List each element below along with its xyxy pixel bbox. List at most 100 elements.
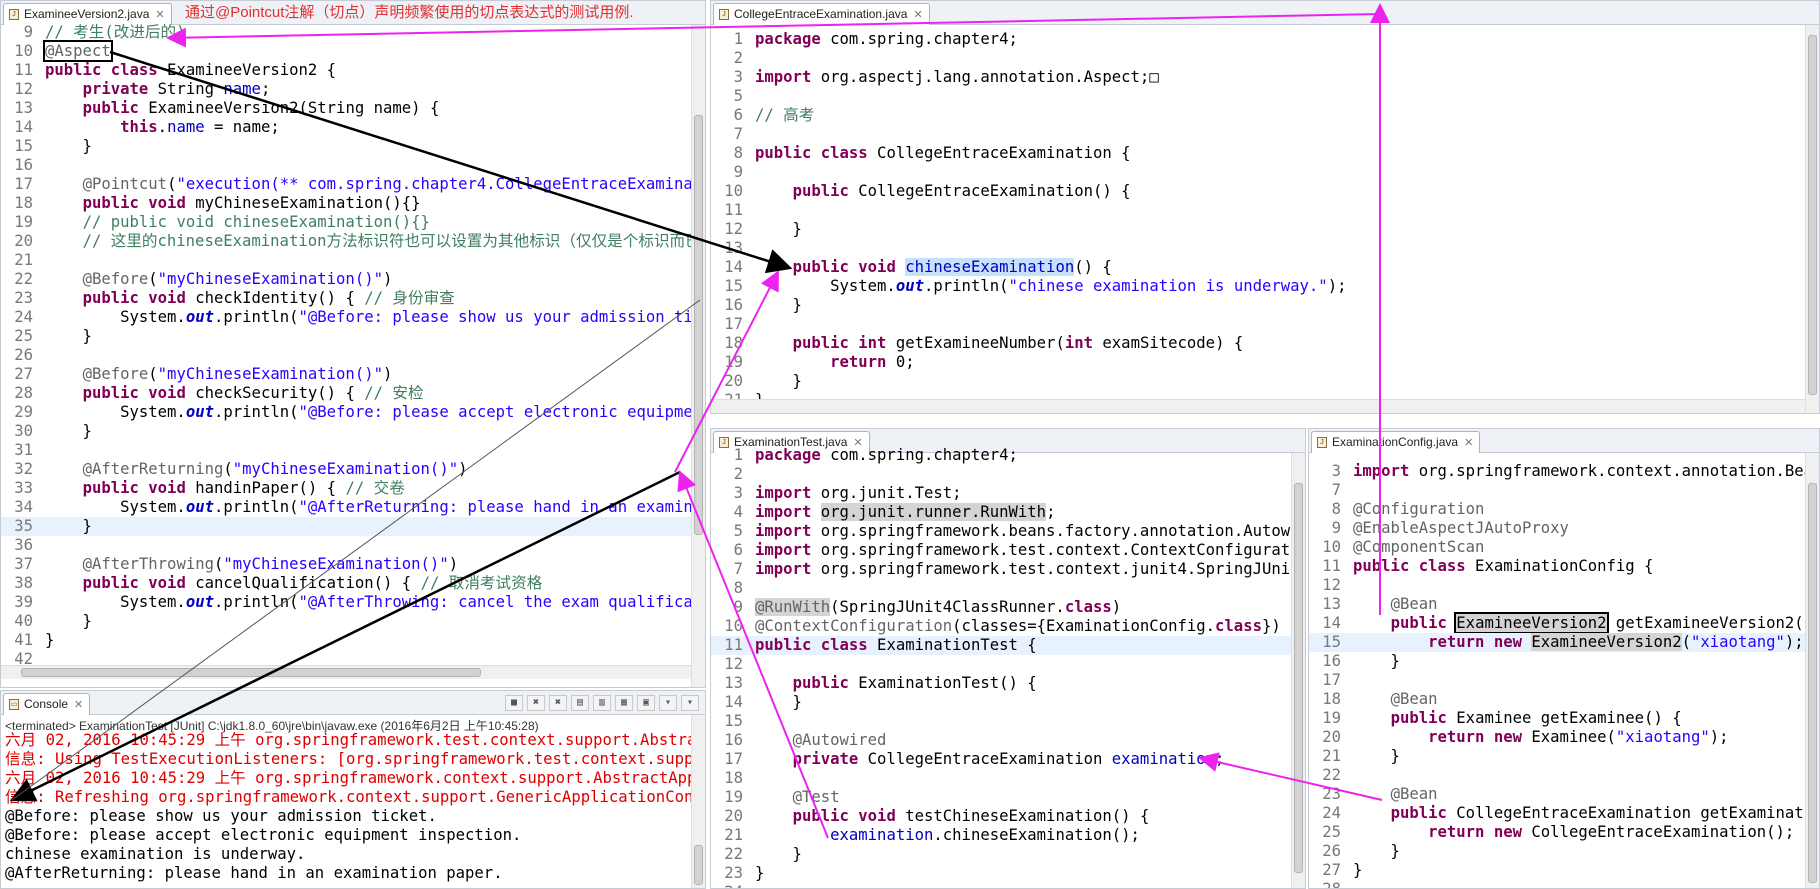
tab-console[interactable]: ▭Console✕	[3, 693, 91, 715]
code-line[interactable]: 16	[1, 156, 691, 175]
test-vertical-scrollbar[interactable]	[1291, 453, 1305, 888]
code-line[interactable]: 17 @Pointcut("execution(** com.spring.ch…	[1, 175, 702, 194]
code-line[interactable]: 25 return new CollegeEntraceExamination(…	[1309, 823, 1805, 842]
code-line[interactable]: 12 }	[711, 220, 1805, 239]
console-vertical-scrollbar[interactable]	[691, 715, 705, 888]
scroll-thumb[interactable]	[694, 845, 703, 885]
code-line[interactable]: 34 System.out.println("@AfterReturning: …	[1, 498, 702, 517]
code-line[interactable]: 26 }	[1309, 842, 1805, 861]
config-vertical-scrollbar[interactable]	[1805, 453, 1819, 888]
code-line[interactable]: 37 @AfterThrowing("myChineseExamination(…	[1, 555, 691, 574]
code-line[interactable]: 27}	[1309, 861, 1805, 880]
display-console-icon[interactable]: ▾	[659, 695, 677, 711]
code-line[interactable]: 27 @Before("myChineseExamination()")	[1, 365, 691, 384]
remove-all-icon[interactable]: ✖	[549, 695, 567, 711]
code-line[interactable]: 9	[711, 163, 1805, 182]
code-line[interactable]: 24 System.out.println("@Before: please s…	[1, 308, 702, 327]
scroll-lock-icon[interactable]: ▥	[593, 695, 611, 711]
code-line[interactable]: 8	[711, 579, 1291, 598]
code-line[interactable]: 23}	[711, 864, 1291, 883]
close-icon[interactable]: ✕	[853, 437, 863, 449]
code-line[interactable]: 10@Aspect	[1, 40, 691, 62]
code-line[interactable]: 33 public void handinPaper() { // 交卷	[1, 479, 691, 498]
code-line[interactable]: 23 @Bean	[1309, 785, 1805, 804]
code-line[interactable]: 15 return new ExamineeVersion2("xiaotang…	[1309, 633, 1805, 652]
code-line[interactable]: 21 examination.chineseExamination();	[711, 826, 1291, 845]
scroll-thumb[interactable]	[21, 668, 481, 677]
code-line[interactable]: 16 @Autowired	[711, 731, 1291, 750]
college-vertical-scrollbar[interactable]	[1805, 25, 1819, 413]
code-line[interactable]: 18 public int getExamineeNumber(int exam…	[711, 334, 1805, 353]
code-line[interactable]: 26	[1, 346, 691, 365]
code-line[interactable]: 21	[1, 251, 691, 270]
code-line[interactable]: 9// 考生(改进后的)	[1, 23, 691, 42]
code-line[interactable]: 19 public Examinee getExaminee() {	[1309, 709, 1805, 728]
code-line[interactable]: 14 public ExamineeVersion2 getExamineeVe…	[1309, 612, 1813, 634]
close-icon[interactable]: ✕	[155, 9, 165, 21]
code-line[interactable]: 20 // 这里的chineseExamination方法标识符也可以设置为其他…	[1, 232, 705, 251]
scroll-thumb[interactable]	[1808, 483, 1817, 883]
code-line[interactable]: 24 public CollegeEntraceExamination getE…	[1309, 804, 1819, 823]
pin-console-icon[interactable]: ▣	[637, 695, 655, 711]
code-line[interactable]: 5	[711, 87, 1805, 106]
code-line[interactable]: 14 public void chineseExamination() {	[711, 258, 1805, 277]
code-line[interactable]: 13 @Bean	[1309, 595, 1805, 614]
remove-launch-icon[interactable]: ✖	[527, 695, 545, 711]
code-line[interactable]: 28 public void checkSecurity() { // 安检	[1, 384, 691, 403]
code-line[interactable]: 17	[711, 315, 1805, 334]
code-line[interactable]: 40 }	[1, 612, 691, 631]
code-line[interactable]: 9@RunWith(SpringJUnit4ClassRunner.class)	[711, 598, 1291, 617]
open-console-icon[interactable]: ▾	[681, 695, 699, 711]
code-line[interactable]: 16 }	[711, 296, 1805, 315]
code-line[interactable]: 35 }	[1, 517, 691, 536]
code-line[interactable]: 17	[1309, 671, 1805, 690]
code-line[interactable]: 31	[1, 441, 691, 460]
code-line[interactable]: 12 private String name;	[1, 80, 691, 99]
scroll-thumb[interactable]	[1808, 35, 1817, 395]
code-line[interactable]: 14 this.name = name;	[1, 118, 691, 137]
show-on-output-icon[interactable]: ▦	[615, 695, 633, 711]
code-line[interactable]: 13 public ExaminationTest() {	[711, 674, 1291, 693]
code-line[interactable]: 22	[1309, 766, 1805, 785]
code-line[interactable]: 32 @AfterReturning("myChineseExamination…	[1, 460, 691, 479]
code-line[interactable]: 9@EnableAspectJAutoProxy	[1309, 519, 1805, 538]
code-line[interactable]: 7	[1309, 481, 1805, 500]
code-line[interactable]: 15 System.out.println("chinese examinati…	[711, 277, 1805, 296]
code-line[interactable]: 6// 高考	[711, 106, 1805, 125]
scroll-thumb[interactable]	[1294, 483, 1303, 873]
code-line[interactable]: 12	[1309, 576, 1805, 595]
close-icon[interactable]: ✕	[1464, 437, 1474, 449]
code-line[interactable]: 19 return 0;	[711, 353, 1805, 372]
code-line[interactable]: 13	[711, 239, 1805, 258]
code-line[interactable]: 8@Configuration	[1309, 500, 1805, 519]
clear-console-icon[interactable]: ▤	[571, 695, 589, 711]
scroll-thumb[interactable]	[694, 115, 703, 535]
code-line[interactable]: 18 @Bean	[1309, 690, 1805, 709]
code-line[interactable]: 22 @Before("myChineseExamination()")	[1, 270, 691, 289]
stop-icon[interactable]: ■	[505, 695, 523, 711]
code-line[interactable]: 19 @Test	[711, 788, 1291, 807]
code-line[interactable]: 23 public void checkIdentity() { // 身份审查	[1, 289, 691, 308]
code-line[interactable]: 11	[711, 201, 1805, 220]
code-line[interactable]: 30 }	[1, 422, 691, 441]
code-line[interactable]: 2	[711, 465, 1291, 484]
left-horizontal-scrollbar[interactable]	[1, 665, 691, 679]
code-line[interactable]: 20 }	[711, 372, 1805, 391]
code-line[interactable]: 10@ComponentScan	[1309, 538, 1805, 557]
code-line[interactable]: 15 }	[1, 137, 691, 156]
